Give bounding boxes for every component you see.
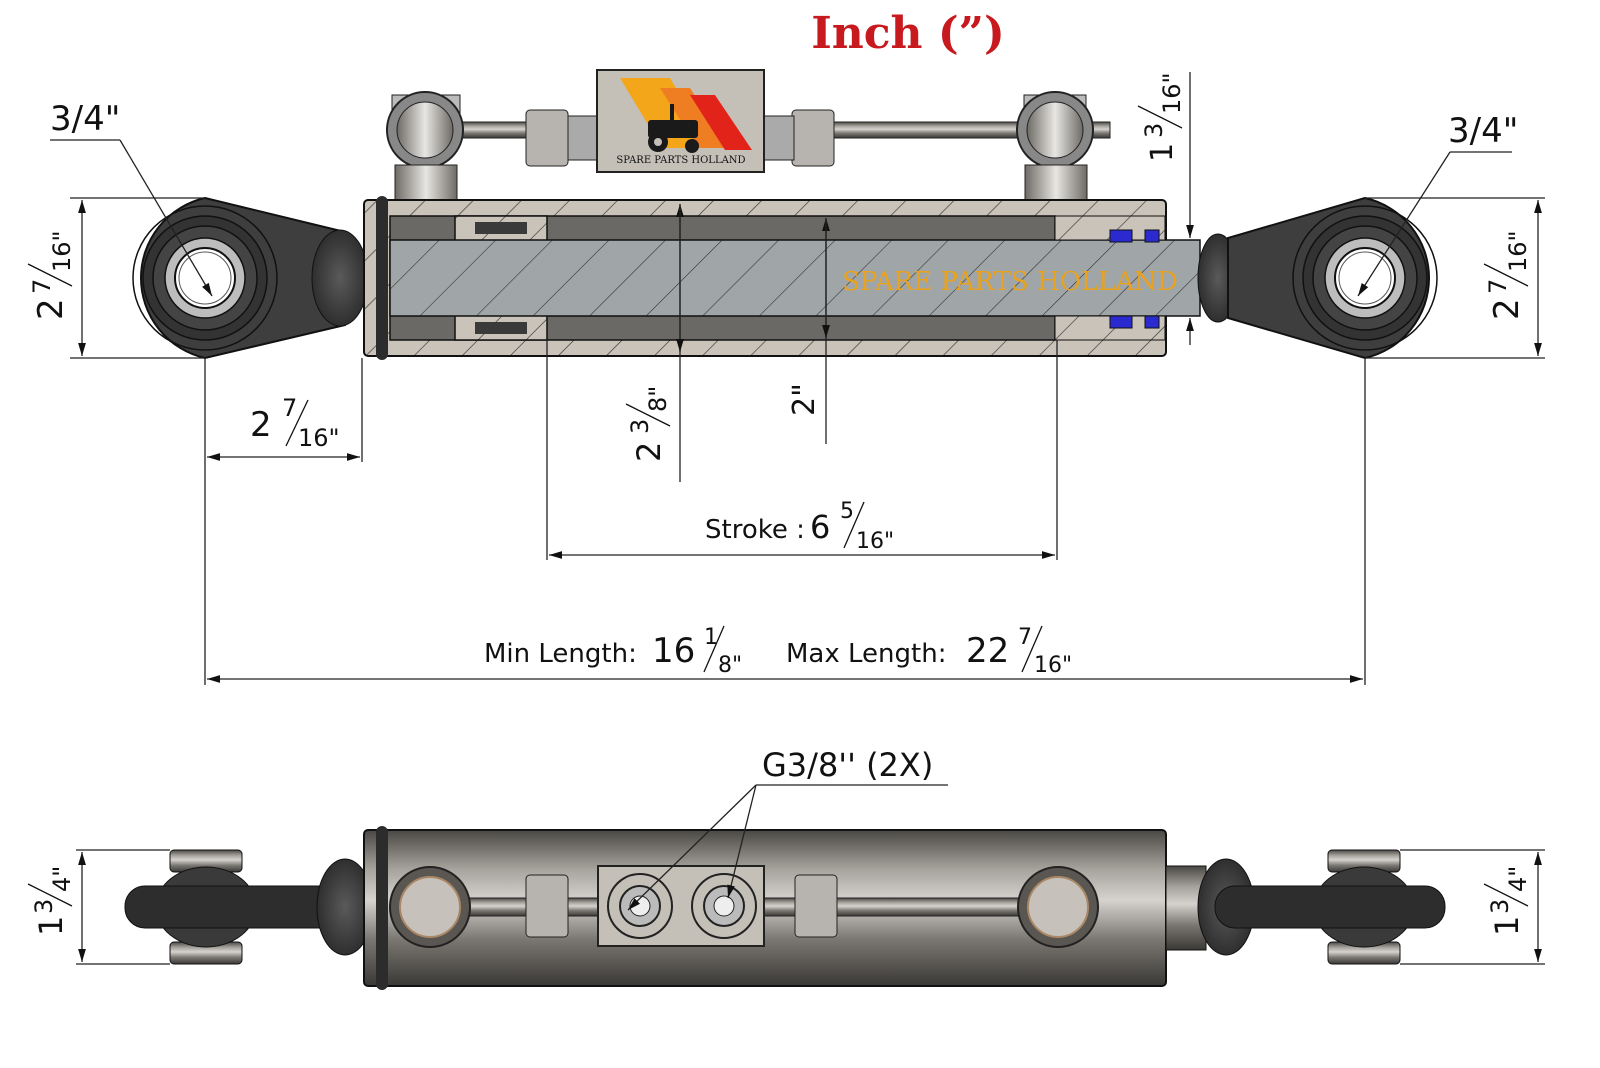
dimension-lines [50,72,1545,685]
svg-text:7: 7 [1484,279,1512,294]
svg-text:2: 2 [31,298,71,320]
svg-text:6: 6 [810,508,830,546]
svg-text:1: 1 [1145,143,1180,162]
eye-to-body-label: 2 7 16" [250,394,340,452]
svg-text:2: 2 [1487,298,1527,320]
svg-text:16": 16" [856,529,894,554]
right-rod-eye [1197,196,1438,360]
svg-text:16": 16" [298,424,340,452]
tractor-icon [648,104,699,153]
stroke-label: Stroke : 6 5 16" [705,499,894,554]
svg-text:3: 3 [626,419,654,434]
right-ball-width-label: 1 3 4" [1483,866,1532,936]
svg-text:2: 2 [250,405,272,445]
svg-text:Stroke :: Stroke : [705,515,805,545]
left-bore-label: 3/4" [50,99,120,139]
svg-text:7: 7 [1018,625,1032,650]
svg-text:4": 4" [48,866,76,892]
svg-text:16": 16" [1034,653,1072,678]
port-label: G3/8'' (2X) [762,746,933,784]
rod-diameter-label: 1 3 16" [1137,72,1186,162]
svg-text:16": 16" [48,230,76,272]
svg-text:16": 16" [1504,230,1532,272]
svg-text:7: 7 [282,394,297,422]
svg-text:3: 3 [1486,899,1514,914]
left-ball-width-label: 1 3 4" [27,866,76,936]
valve-block-logo: SPARE PARTS HOLLAND [596,69,765,173]
logo-brand: SPARE PARTS HOLLAND [616,155,745,166]
page-title: Inch (”) [811,8,1005,59]
svg-text:8": 8" [718,653,742,678]
svg-text:16: 16 [652,631,695,671]
max-length-label: Max Length: 22 7 16" [786,625,1072,678]
left-rod-eye [132,196,369,360]
right-bore-label: 3/4" [1448,111,1518,151]
svg-text:16": 16" [1158,72,1186,114]
svg-text:3: 3 [30,899,58,914]
svg-text:1: 1 [1488,916,1526,936]
watermark: SPARE PARTS HOLLAND [842,267,1178,297]
cylinder-body-section: SPARE PARTS HOLLAND [363,196,1201,360]
svg-text:5: 5 [840,499,854,524]
svg-text:22: 22 [966,631,1009,671]
svg-text:2": 2" [787,383,822,416]
svg-text:1: 1 [32,916,70,936]
left-eye-height-label: 2 7 16" [27,230,76,320]
top-view [124,826,1446,990]
svg-text:Max Length:: Max Length: [786,639,946,669]
svg-text:7: 7 [28,279,56,294]
top-view-dimension-lines [76,784,1545,965]
svg-text:2: 2 [630,442,668,462]
bore-diameter-label: 2 3 8" [625,386,672,462]
svg-text:3: 3 [1140,123,1168,138]
svg-text:1: 1 [704,625,718,650]
svg-text:8": 8" [644,386,672,412]
right-eye-height-label: 2 7 16" [1483,230,1532,320]
svg-text:4": 4" [1504,866,1532,892]
inner-diameter-label: 2" [787,383,822,416]
svg-text:Min Length:: Min Length: [484,639,637,669]
min-length-label: Min Length: 16 1 8" [484,625,742,678]
